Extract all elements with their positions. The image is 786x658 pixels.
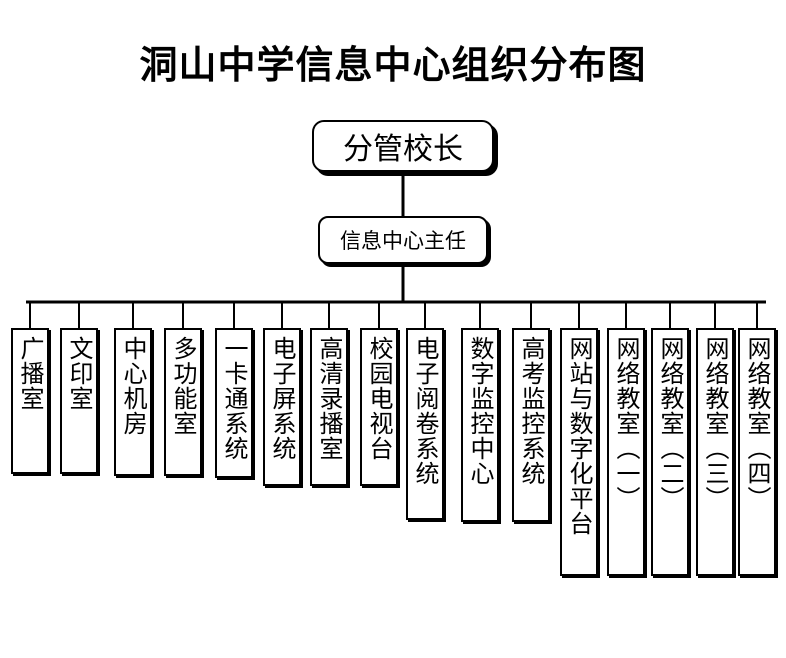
leaf-website-platform: 网站与数字化平台 bbox=[560, 328, 598, 576]
leaf-network-room-2: 网络教室（二） bbox=[651, 328, 689, 576]
root-label: 分管校长 bbox=[343, 132, 463, 167]
page-title: 洞山中学信息中心组织分布图 bbox=[139, 43, 647, 87]
leaf-marking-system: 电子阅卷系统 bbox=[406, 328, 444, 520]
leaf-label: 一卡通系统 bbox=[220, 336, 248, 461]
leaf-label: 网络教室（二） bbox=[656, 336, 684, 511]
leaf-multifunction-room: 多功能室 bbox=[164, 328, 202, 476]
director-label: 信息中心主任 bbox=[340, 229, 466, 253]
leaf-network-room-4: 网络教室（四） bbox=[738, 328, 776, 576]
leaf-label: 中心机房 bbox=[119, 336, 147, 436]
leaf-label: 高考监控系统 bbox=[517, 336, 545, 486]
leaf-label: 校园电视台 bbox=[365, 336, 393, 461]
leaf-card-system: 一卡通系统 bbox=[215, 328, 253, 478]
director-node: 信息中心主任 bbox=[318, 216, 488, 264]
leaf-label: 多功能室 bbox=[169, 336, 197, 436]
leaf-campus-tv: 校园电视台 bbox=[360, 328, 398, 486]
leaf-label: 高清录播室 bbox=[315, 336, 343, 461]
leaf-label: 网站与数字化平台 bbox=[565, 336, 593, 536]
leaf-central-server-room: 中心机房 bbox=[114, 328, 152, 476]
leaf-label: 网络教室（三） bbox=[701, 336, 729, 511]
leaf-broadcast-room: 广播室 bbox=[11, 328, 49, 474]
leaf-recording-room: 高清录播室 bbox=[310, 328, 348, 486]
leaf-print-room: 文印室 bbox=[60, 328, 98, 474]
leaf-label: 文印室 bbox=[65, 336, 93, 411]
leaf-screen-system: 电子屏系统 bbox=[263, 328, 301, 486]
leaf-label: 数字监控中心 bbox=[466, 336, 494, 486]
leaf-label: 电子屏系统 bbox=[268, 336, 296, 461]
leaf-monitoring-center: 数字监控中心 bbox=[461, 328, 499, 522]
leaf-label: 广播室 bbox=[16, 336, 44, 411]
leaf-label: 网络教室（四） bbox=[743, 336, 771, 511]
leaf-exam-monitoring: 高考监控系统 bbox=[512, 328, 550, 522]
leaf-label: 网络教室（一） bbox=[612, 336, 640, 511]
root-node: 分管校长 bbox=[312, 120, 494, 172]
leaf-label: 电子阅卷系统 bbox=[411, 336, 439, 486]
leaf-network-room-3: 网络教室（三） bbox=[696, 328, 734, 576]
leaf-network-room-1: 网络教室（一） bbox=[607, 328, 645, 576]
leaf-drop-lines bbox=[29, 302, 758, 328]
